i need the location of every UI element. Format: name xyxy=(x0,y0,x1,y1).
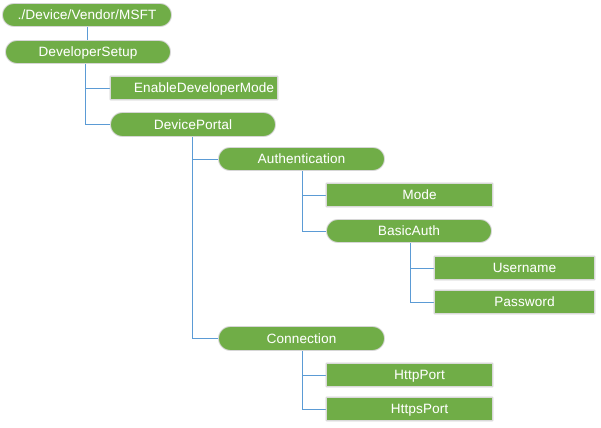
node-deviceportal[interactable]: DevicePortal xyxy=(110,112,276,137)
node-basicauth[interactable]: BasicAuth xyxy=(326,219,492,243)
node-label-deviceportal: DevicePortal xyxy=(153,116,233,132)
node-label-developersetup: DeveloperSetup xyxy=(38,44,138,60)
node-httpport[interactable]: HttpPort xyxy=(326,363,493,387)
node-mode[interactable]: Mode xyxy=(326,183,493,207)
node-httpsport[interactable]: HttpsPort xyxy=(326,397,493,421)
node-label-root: ./Device/Vendor/MSFT xyxy=(17,7,157,23)
node-label-httpsport: HttpsPort xyxy=(390,401,449,417)
node-label-enabledevelopermode: EnableDeveloperMode xyxy=(133,80,275,96)
node-enabledevelopermode[interactable]: EnableDeveloperMode xyxy=(110,76,278,100)
node-developersetup[interactable]: DeveloperSetup xyxy=(5,40,171,64)
node-label-mode: Mode xyxy=(402,187,437,203)
node-label-authentication: Authentication xyxy=(257,151,346,167)
node-label-password: Password xyxy=(494,294,555,310)
node-label-username: Username xyxy=(492,260,557,276)
node-authentication[interactable]: Authentication xyxy=(218,147,385,171)
node-label-httpport: HttpPort xyxy=(394,367,445,383)
node-label-basicauth: BasicAuth xyxy=(377,223,441,239)
node-root[interactable]: ./Device/Vendor/MSFT xyxy=(2,3,172,27)
node-connection[interactable]: Connection xyxy=(218,326,385,351)
node-label-connection: Connection xyxy=(266,330,337,346)
node-password[interactable]: Password xyxy=(434,290,595,314)
node-username[interactable]: Username xyxy=(434,256,595,280)
